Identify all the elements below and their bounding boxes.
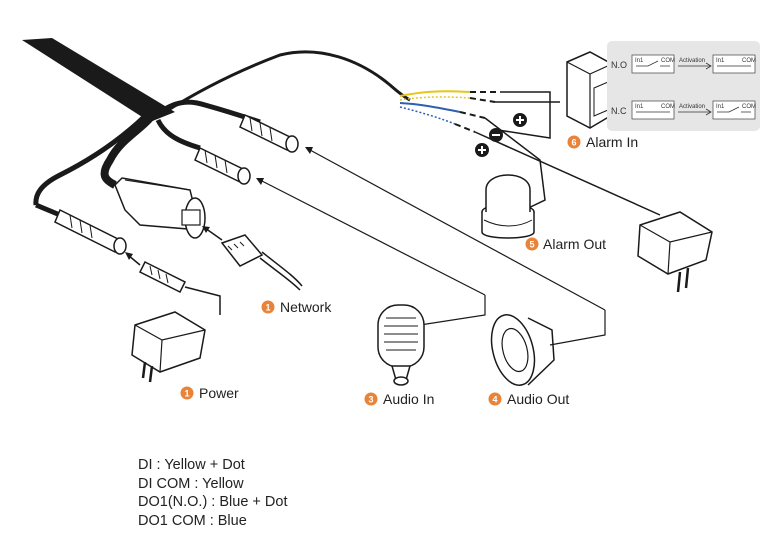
microphone-icon (377, 295, 486, 386)
relay-no-mode: N.O (611, 60, 627, 70)
power-label: Power (199, 385, 239, 401)
badge-audio-in: 3 (368, 395, 373, 405)
audio-in-connector (194, 146, 251, 185)
label-audio-in: 3 Audio In (364, 391, 434, 407)
power-plug (138, 260, 221, 315)
legend-item: DO1(N.O.) : Blue + Dot (138, 494, 288, 510)
legend-item: DI : Yellow + Dot (138, 457, 245, 473)
network-connector (114, 177, 206, 239)
alarm-out-label: Alarm Out (543, 236, 606, 252)
alarm-wires (399, 90, 661, 216)
relay-no-com: COM (661, 58, 675, 64)
minus-icon (489, 128, 503, 142)
rj45-plug (220, 234, 303, 291)
label-audio-out: 4 Audio Out (488, 391, 569, 407)
badge-network: 1 (265, 303, 270, 313)
relay-box: N.O In1 COM Activation In1 COM N.C In1 C… (607, 41, 760, 131)
arrow-head (305, 147, 313, 154)
arrow-head (202, 226, 210, 233)
network-label: Network (280, 299, 332, 315)
relay-nc-activation: Activation (679, 104, 705, 110)
label-network: 1 Network (261, 299, 332, 315)
alarm-in-label: Alarm In (586, 134, 638, 150)
audio-out-connector (239, 113, 299, 153)
main-cable (22, 38, 411, 206)
plus-icon (513, 113, 527, 127)
legend-item: DO1 COM : Blue (138, 512, 247, 529)
speaker-icon (490, 310, 606, 386)
relay-nc-in: In1 (635, 104, 644, 110)
badge-alarm-in: 6 (571, 138, 576, 148)
audio-in-line (259, 179, 486, 296)
badge-power: 1 (184, 389, 189, 399)
relay-nc-com: COM (661, 104, 675, 110)
audio-out-label: Audio Out (507, 391, 569, 407)
relay-nc-mode: N.C (611, 106, 627, 116)
relay-nc-in-after: In1 (716, 104, 725, 110)
relay-no-in: In1 (635, 58, 644, 64)
relay-no-activation: Activation (679, 58, 705, 64)
pir-sensor-icon (566, 51, 613, 129)
label-power: 1 Power (180, 385, 239, 401)
label-alarm-out: 5 Alarm Out (525, 236, 606, 252)
audio-out-line (309, 149, 606, 311)
audio-in-label: Audio In (383, 391, 434, 407)
arrow-head (256, 178, 264, 185)
wire-legend: DI : Yellow + Dot DI COM : Yellow DO1(N.… (138, 456, 287, 530)
siren-icon (481, 174, 535, 239)
relay-no-in-after: In1 (716, 58, 725, 64)
legend-item: DI COM : Yellow (138, 475, 244, 492)
alarm-adapter (637, 211, 713, 293)
power-connector (35, 202, 127, 255)
label-alarm-in: 6 Alarm In (567, 134, 638, 150)
badge-alarm-out: 5 (529, 240, 534, 250)
relay-nc-com-after: COM (742, 104, 756, 110)
relay-no-com-after: COM (742, 58, 756, 64)
badge-audio-out: 4 (492, 395, 497, 405)
arrow-head (125, 252, 133, 260)
power-adapter (131, 311, 206, 383)
plus-icon (475, 143, 489, 157)
